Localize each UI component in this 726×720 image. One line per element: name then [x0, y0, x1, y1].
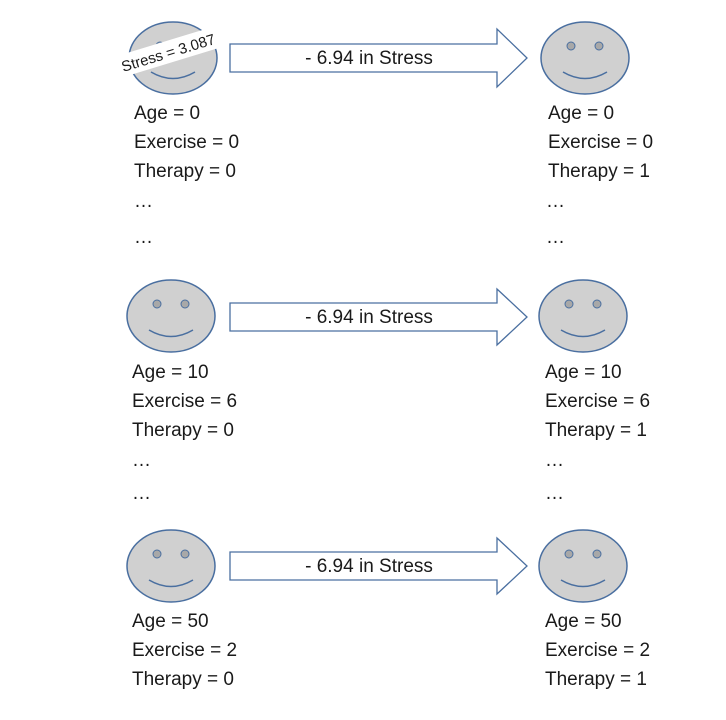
attr-exercise: Exercise = 0: [134, 132, 240, 153]
attr-age: Age = 0: [134, 103, 201, 124]
row-2: - 6.94 in Stress: [126, 279, 628, 353]
attr-therapy: Therapy = 0: [132, 420, 234, 441]
attr-ellipsis: …: [546, 191, 565, 212]
attr-ellipsis: …: [134, 191, 153, 212]
attr-ellipsis: …: [545, 483, 564, 504]
attr-ellipsis: …: [545, 450, 564, 471]
attr-exercise: Exercise = 6: [545, 391, 651, 412]
arrow-label: - 6.94 in Stress: [305, 556, 433, 577]
attr-therapy: Therapy = 0: [132, 669, 234, 690]
attr-exercise: Exercise = 2: [545, 640, 651, 661]
attr-ellipsis: …: [132, 450, 151, 471]
right-face-icon: [538, 279, 628, 353]
row-1: Stress = 3.087 - 6.94 in Stress: [114, 21, 630, 95]
attr-ellipsis: …: [132, 483, 151, 504]
attr-age: Age = 0: [548, 103, 615, 124]
attr-age: Age = 50: [132, 611, 209, 632]
attr-therapy: Therapy = 1: [548, 161, 650, 182]
effect-arrow: - 6.94 in Stress: [229, 536, 528, 596]
effect-arrow: - 6.94 in Stress: [229, 287, 528, 347]
attr-therapy: Therapy = 1: [545, 420, 647, 441]
attr-exercise: Exercise = 6: [132, 391, 238, 412]
right-face-icon: [540, 21, 630, 95]
effect-arrow: - 6.94 in Stress: [229, 27, 528, 89]
attr-ellipsis: …: [546, 227, 565, 248]
left-face-icon: [126, 529, 216, 603]
attr-exercise: Exercise = 0: [548, 132, 654, 153]
right-face-icon: [538, 529, 628, 603]
attr-therapy: Therapy = 1: [545, 669, 647, 690]
left-face-icon: [126, 279, 216, 353]
arrow-label: - 6.94 in Stress: [305, 48, 433, 69]
attr-exercise: Exercise = 2: [132, 640, 238, 661]
row-3: - 6.94 in Stress: [126, 529, 628, 603]
attr-age: Age = 10: [132, 362, 209, 383]
attr-age: Age = 50: [545, 611, 622, 632]
arrow-label: - 6.94 in Stress: [305, 307, 433, 328]
attr-therapy: Therapy = 0: [134, 161, 236, 182]
attr-ellipsis: …: [134, 227, 153, 248]
attr-age: Age = 10: [545, 362, 622, 383]
